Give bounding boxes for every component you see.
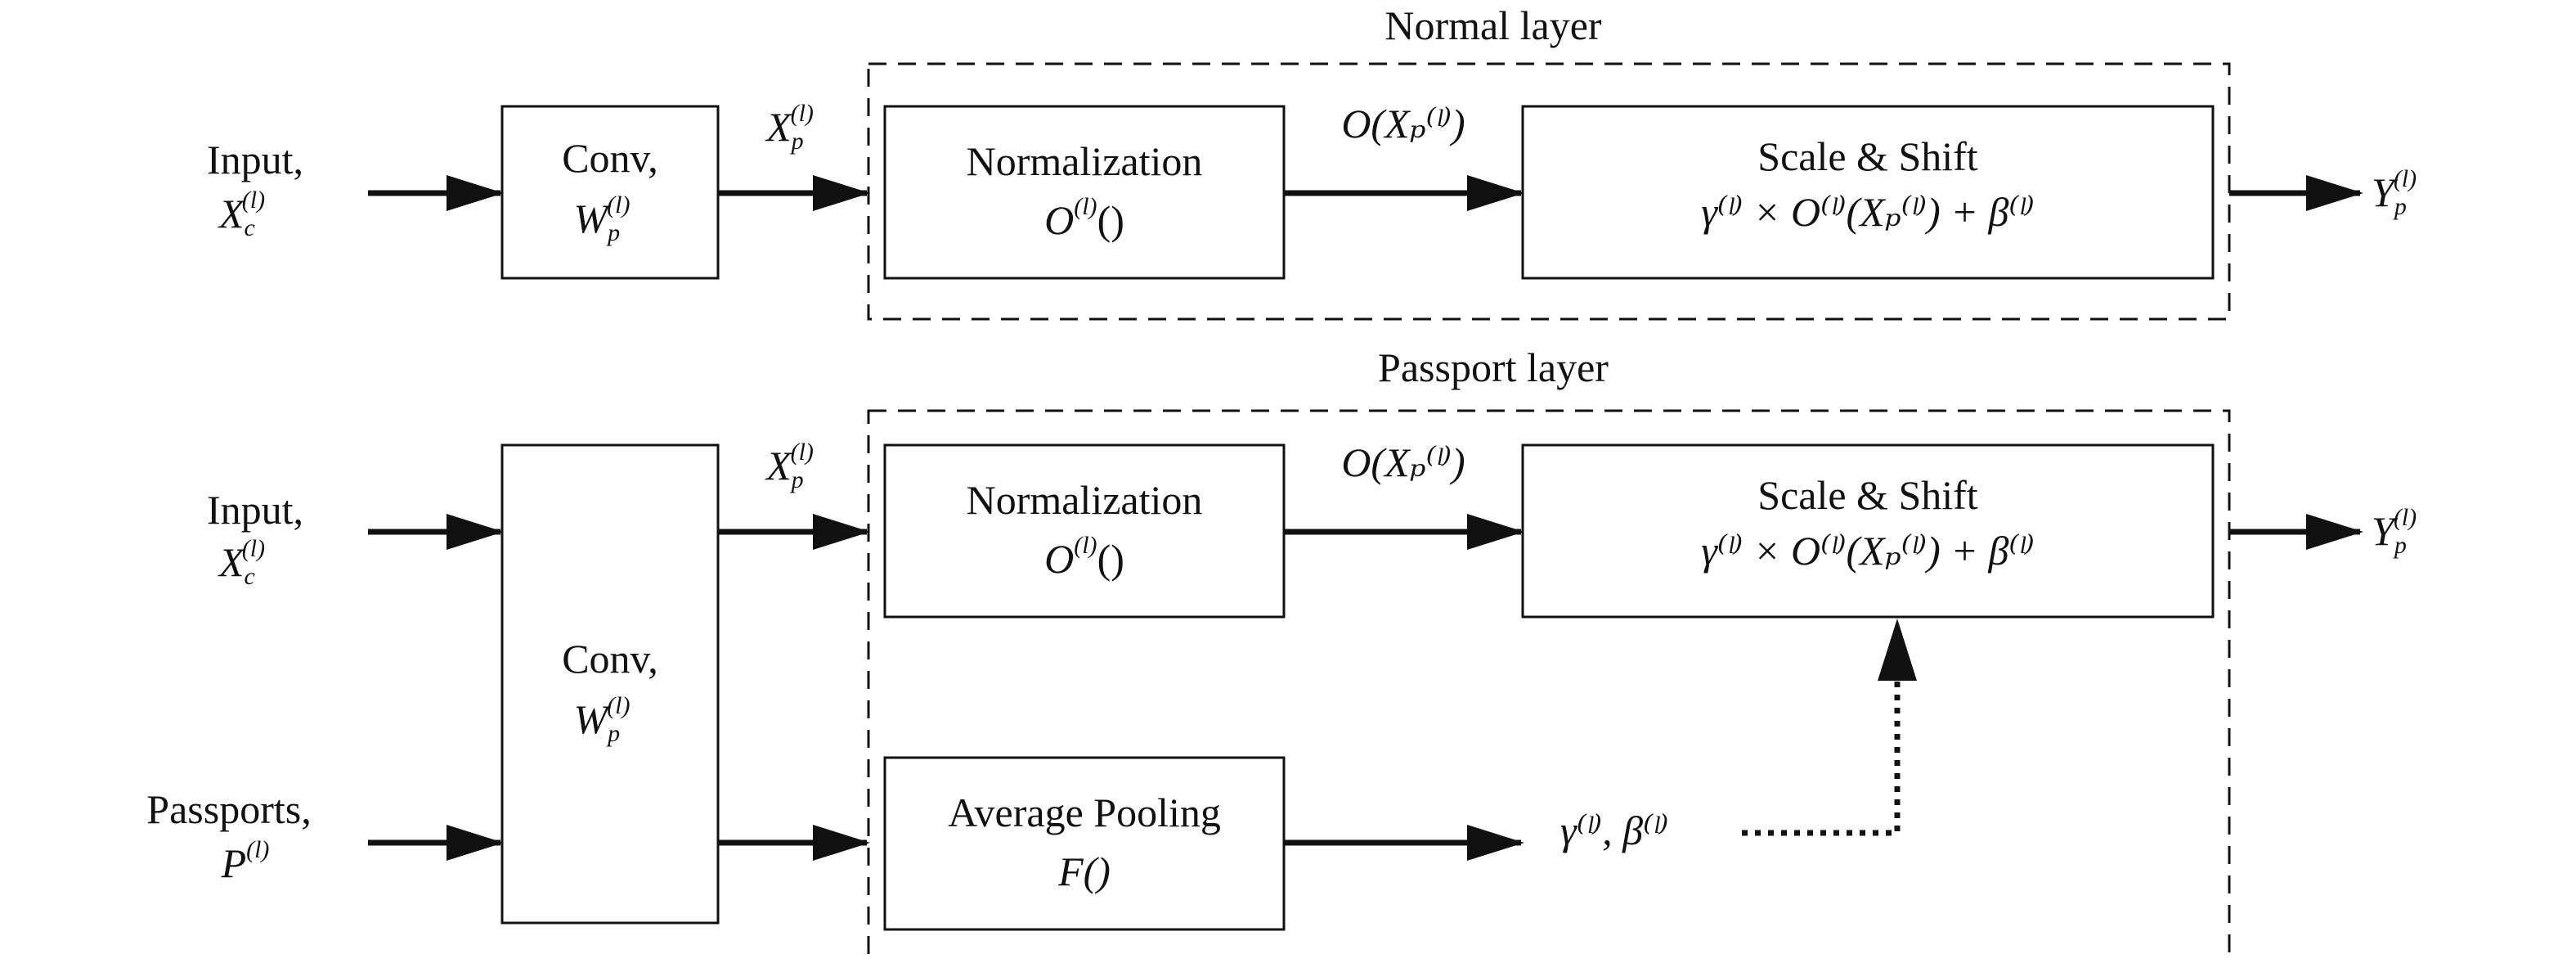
normal-conv-label: Conv, — [562, 135, 658, 181]
svg-text:Xc(l): Xc(l) — [218, 187, 265, 241]
average-pooling-func: F() — [1057, 848, 1111, 894]
gamma-beta-dotted-path — [1742, 681, 1901, 836]
normal-normalization-func: O(l)() — [1044, 193, 1124, 243]
normal-xp-label: Xp(l) — [765, 100, 814, 155]
passport-scale-shift-label: Scale & Shift — [1757, 472, 1978, 518]
passport-normalization-box — [883, 443, 1286, 619]
passport-xp-label: Xp(l) — [765, 439, 814, 493]
average-pooling-box — [883, 756, 1286, 931]
normal-scale-shift-formula: γ⁽ˡ⁾ × O⁽ˡ⁾(Xₚ⁽ˡ⁾) + β⁽ˡ⁾ — [1701, 189, 2035, 235]
svg-text:Input,: Input, — [207, 487, 303, 533]
passport-output-label: Yp(l) — [2372, 504, 2417, 559]
normal-layer-title: Normal layer — [1384, 2, 1602, 48]
svg-text:Xc(l): Xc(l) — [218, 535, 265, 590]
passport-layer-frame — [867, 409, 2231, 963]
passport-o-label: O(Xₚ⁽ˡ⁾) — [1341, 439, 1465, 485]
passport-layer-title: Passport layer — [1378, 344, 1609, 390]
passport-scale-shift-box — [1521, 443, 2215, 619]
gamma-beta-dotted-arrowhead — [1878, 619, 1917, 681]
passport-conv-box — [500, 443, 720, 925]
gamma-beta-label: γ⁽ˡ⁾, β⁽ˡ⁾ — [1560, 808, 1668, 853]
passport-input-label: Input, Xc(l) — [207, 487, 303, 590]
normal-layer: Normal layer Input, Xc(l) Conv, Wp(l) Xp… — [207, 2, 2417, 321]
normal-normalization-box — [883, 105, 1286, 280]
normal-output-label: Yp(l) — [2372, 165, 2417, 220]
passport-scale-shift-formula: γ⁽ˡ⁾ × O⁽ˡ⁾(Xₚ⁽ˡ⁾) + β⁽ˡ⁾ — [1701, 528, 2035, 574]
normal-normalization-label: Normalization — [967, 138, 1203, 184]
svg-text:P(l): P(l) — [221, 836, 270, 886]
normal-scale-shift-label: Scale & Shift — [1757, 133, 1978, 179]
normal-conv-box — [500, 105, 720, 280]
normal-conv-weight: Wp(l) — [574, 191, 631, 246]
passport-conv-label: Conv, — [562, 636, 658, 682]
passports-label: Passports, P(l) — [146, 786, 311, 886]
passport-conv-weight: Wp(l) — [574, 692, 631, 747]
passport-normalization-label: Normalization — [967, 477, 1203, 523]
normal-o-label: O(Xₚ⁽ˡ⁾) — [1341, 101, 1465, 146]
average-pooling-label: Average Pooling — [948, 790, 1221, 835]
normal-input-label: Input, Xc(l) — [207, 137, 303, 241]
passport-normalization-func: O(l)() — [1044, 532, 1124, 582]
normal-scale-shift-box — [1521, 105, 2215, 280]
svg-text:Passports,: Passports, — [146, 786, 311, 832]
passport-layer: Passport layer Input, Xc(l) Passports, P… — [146, 344, 2417, 963]
svg-text:Input,: Input, — [207, 137, 303, 182]
